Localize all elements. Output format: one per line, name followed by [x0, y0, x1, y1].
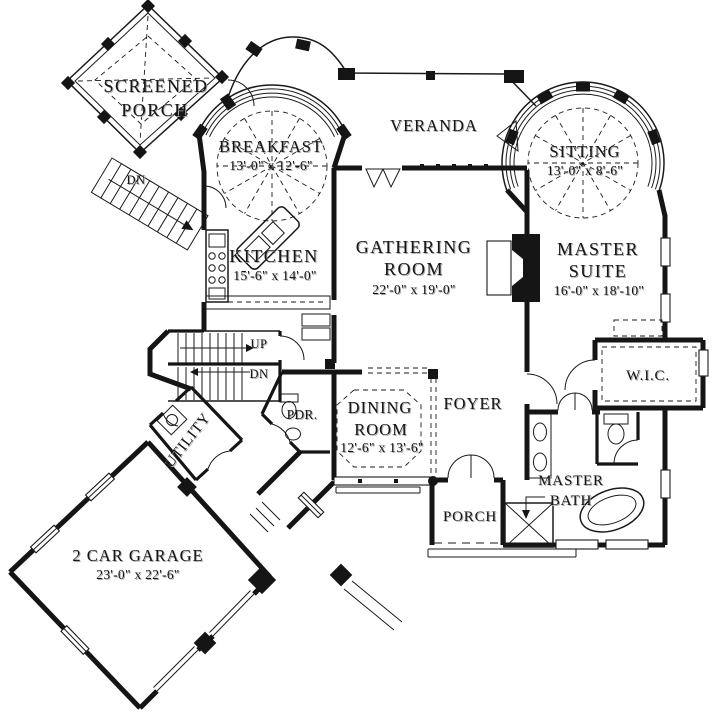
label-utility: UTILITY: [162, 410, 214, 471]
labels: SCREENED PORCH BREAKFAST 13'-0" x 12'-6"…: [72, 76, 670, 582]
main-stairs: [177, 333, 254, 400]
label-screened-porch-2: PORCH: [121, 100, 189, 120]
doors: [162, 79, 639, 479]
pdr-fixtures: [279, 393, 301, 441]
label-dining-dims: 12'-6" x 13'-6": [340, 440, 423, 455]
label-kitchen-dims: 15'-6" x 14'-0": [233, 268, 316, 283]
label-gathering-2: ROOM: [384, 259, 444, 279]
sitting-bay: [496, 81, 665, 219]
label-gathering-1: GATHERING: [356, 237, 473, 257]
label-wic: W.I.C.: [626, 368, 670, 384]
label-screened-porch-1: SCREENED: [103, 76, 208, 96]
label-stairs-up: UP: [251, 337, 268, 351]
sitting-door: [496, 120, 519, 153]
sitting-posts: [505, 82, 661, 146]
label-breakfast-dims: 13'-0" x 12'-6": [229, 158, 312, 173]
exterior-stairs: [90, 157, 209, 251]
label-foyer: FOYER: [443, 394, 502, 413]
label-master-bath-2: BATH: [550, 493, 592, 509]
label-porch-down: DN: [126, 173, 145, 187]
label-breakfast: BREAKFAST: [219, 137, 323, 156]
bath-fixtures: [504, 413, 645, 548]
label-veranda: VERANDA: [390, 116, 478, 135]
label-stairs-down: DN: [249, 367, 268, 381]
fireplace: [486, 234, 540, 302]
utility-fixtures: [156, 404, 188, 436]
label-master-bath-1: MASTER: [538, 473, 604, 489]
label-kitchen: KITCHEN: [229, 246, 319, 266]
label-garage-dims: 23'-0" x 22'-6": [96, 567, 179, 582]
front-porch: [249, 486, 577, 631]
breakfast-bay: [192, 84, 352, 222]
label-gathering-dims: 22'-0" x 19'-0": [372, 282, 455, 297]
windows: [29, 237, 709, 656]
label-dining-1: DINING: [348, 398, 413, 417]
label-pdr: PDR.: [287, 407, 318, 422]
veranda-posts: [219, 38, 524, 111]
label-sitting: SITTING: [549, 142, 620, 161]
label-master-suite-1: MASTER: [557, 239, 639, 259]
dashed-details: [336, 319, 697, 476]
kitchen-fixtures: [205, 206, 331, 341]
window-mullions: [420, 164, 488, 168]
label-garage: 2 CAR GARAGE: [72, 546, 203, 565]
veranda: [219, 36, 537, 111]
label-porch: PORCH: [443, 509, 497, 525]
label-dining-2: ROOM: [354, 420, 408, 439]
label-master-suite-dims: 16'-0" x 18'-10": [554, 283, 644, 298]
label-sitting-dims: 13'-0" x 8'-6": [547, 163, 623, 178]
label-master-suite-2: SUITE: [569, 261, 628, 281]
